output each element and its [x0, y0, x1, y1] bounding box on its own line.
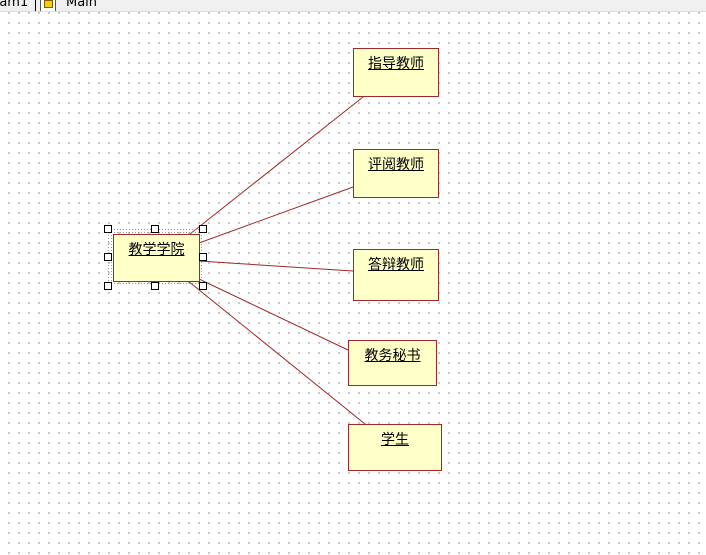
- entity-label: 答辩教师: [368, 257, 424, 273]
- link-guide-teacher[interactable]: [189, 96, 364, 235]
- resize-handle[interactable]: [151, 282, 159, 290]
- resize-handle[interactable]: [104, 225, 112, 233]
- link-secretary[interactable]: [198, 278, 349, 351]
- link-student[interactable]: [187, 280, 366, 425]
- resize-handle[interactable]: [151, 225, 159, 233]
- entity-guide-teacher[interactable]: 指导教师: [353, 48, 439, 97]
- entity-label: 教务秘书: [364, 348, 421, 364]
- tab-separator: [35, 0, 36, 11]
- entity-label: 指导教师: [368, 56, 424, 72]
- entity-label: 教学学院: [128, 242, 185, 258]
- entity-secretary[interactable]: 教务秘书: [348, 340, 437, 386]
- diagram-icon: [40, 0, 56, 11]
- link-defense-teacher[interactable]: [198, 260, 354, 272]
- resize-handle[interactable]: [199, 282, 207, 290]
- entity-label: 学生: [381, 432, 409, 448]
- tab-diagram1[interactable]: ram1: [0, 0, 29, 10]
- resize-handle[interactable]: [104, 282, 112, 290]
- resize-handle[interactable]: [199, 225, 207, 233]
- entity-label: 评阅教师: [368, 157, 424, 173]
- tab-main[interactable]: Main: [66, 0, 98, 10]
- resize-handle[interactable]: [199, 253, 207, 261]
- entity-student[interactable]: 学生: [348, 424, 442, 471]
- entity-college[interactable]: 教学学院: [113, 234, 200, 282]
- entity-review-teacher[interactable]: 评阅教师: [353, 149, 439, 198]
- resize-handle[interactable]: [104, 253, 112, 261]
- entity-defense-teacher[interactable]: 答辩教师: [353, 249, 439, 301]
- tab-bar: ram1 Main: [0, 0, 706, 12]
- link-review-teacher[interactable]: [198, 186, 354, 244]
